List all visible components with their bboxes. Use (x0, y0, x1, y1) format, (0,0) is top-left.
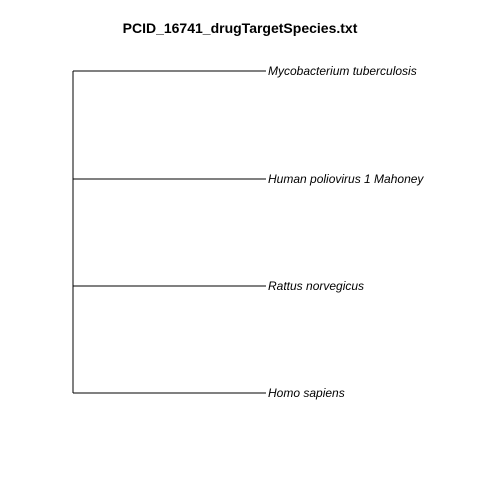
leaf-label-rattus: Rattus norvegicus (268, 279, 365, 293)
leaf-label-mycobacterium: Mycobacterium tuberculosis (268, 64, 417, 78)
plot-title: PCID_16741_drugTargetSpecies.txt (122, 20, 358, 36)
leaf-label-poliovirus: Human poliovirus 1 Mahoney (268, 172, 424, 186)
leaf-label-homo: Homo sapiens (268, 386, 345, 400)
